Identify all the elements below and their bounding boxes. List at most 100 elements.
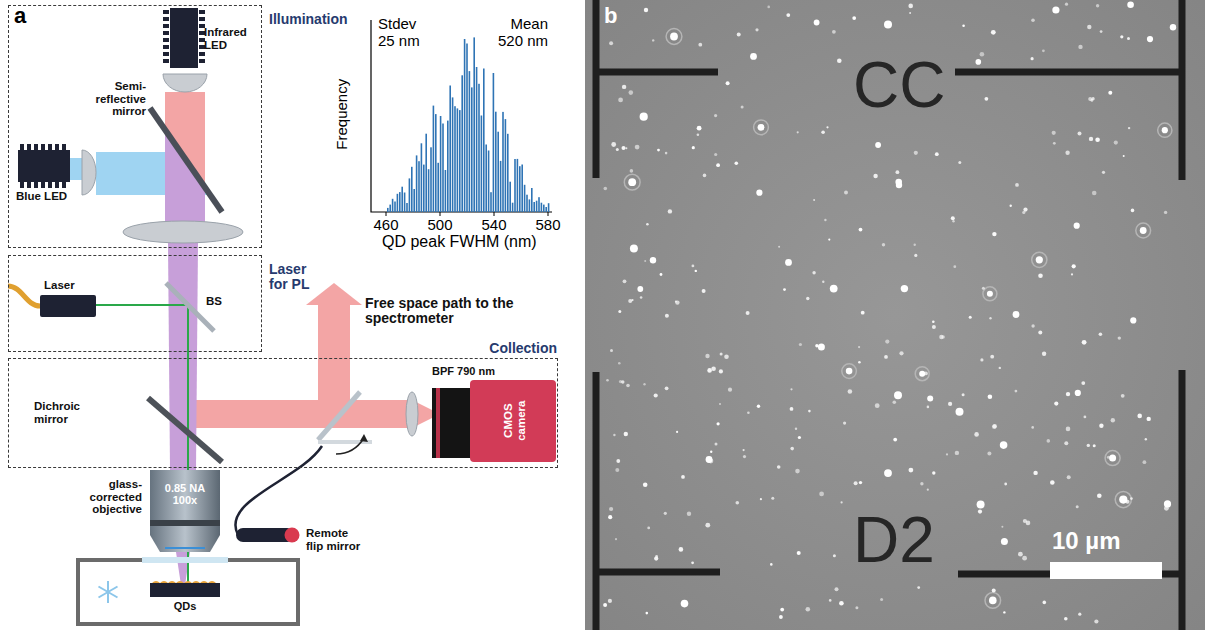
quantum-dot bbox=[992, 425, 997, 430]
quantum-dot bbox=[880, 598, 883, 601]
flip-mirror bbox=[336, 438, 364, 454]
quantum-dot bbox=[909, 468, 914, 473]
quantum-dot bbox=[859, 481, 862, 484]
quantum-dot bbox=[1130, 497, 1133, 500]
quantum-dot bbox=[875, 142, 881, 148]
part-label: Infrared LED bbox=[204, 26, 260, 51]
axis-title: QD peak FWHM (nm) bbox=[382, 233, 537, 251]
histogram-bar bbox=[457, 108, 459, 212]
quantum-dot bbox=[698, 43, 702, 47]
quantum-dot bbox=[760, 498, 762, 500]
infrared-led bbox=[163, 74, 207, 92]
quantum-dot bbox=[915, 367, 929, 381]
histogram-bar bbox=[473, 37, 475, 212]
quantum-dot bbox=[861, 311, 865, 315]
quantum-dot bbox=[758, 124, 765, 131]
cmos-camera bbox=[436, 388, 440, 458]
quantum-dot bbox=[616, 148, 619, 151]
quantum-dot bbox=[1078, 45, 1082, 49]
grid-line bbox=[596, 569, 720, 576]
scale-label: 10 µm bbox=[1052, 528, 1121, 554]
quantum-dot bbox=[1052, 131, 1056, 135]
quantum-dot bbox=[832, 30, 836, 34]
quantum-dot bbox=[1043, 601, 1047, 605]
quantum-dot bbox=[785, 259, 792, 266]
quantum-dot bbox=[783, 288, 786, 291]
quantum-dot bbox=[623, 279, 627, 283]
quantum-dot bbox=[989, 597, 997, 605]
quantum-dot bbox=[655, 555, 658, 558]
quantum-dot bbox=[1164, 211, 1167, 214]
quantum-dot bbox=[818, 344, 825, 351]
quantum-dot bbox=[1147, 36, 1153, 42]
cryostat bbox=[142, 557, 228, 563]
quantum-dot bbox=[908, 4, 913, 9]
quantum-dot bbox=[665, 152, 668, 155]
part-label: Remote flip mirror bbox=[306, 527, 366, 552]
quantum-dot bbox=[991, 30, 996, 35]
histogram-bar bbox=[521, 165, 523, 213]
histogram-bar bbox=[461, 75, 463, 212]
quantum-dot bbox=[618, 310, 621, 313]
quantum-dot bbox=[1038, 273, 1043, 278]
quantum-dot bbox=[1003, 611, 1005, 613]
quantum-dot bbox=[1066, 427, 1071, 432]
quantum-dot bbox=[692, 265, 695, 268]
quantum-dot bbox=[610, 349, 613, 352]
quantum-dot bbox=[746, 311, 750, 315]
quantum-dot bbox=[952, 220, 954, 222]
quantum-dot bbox=[1127, 37, 1130, 40]
objective bbox=[165, 547, 205, 549]
quantum-dot bbox=[705, 523, 710, 528]
quantum-dot bbox=[826, 126, 828, 128]
quantum-dot bbox=[1119, 496, 1127, 504]
quantum-dot bbox=[1031, 57, 1034, 60]
quantum-dot bbox=[608, 599, 612, 603]
histogram-bar bbox=[509, 182, 511, 212]
quantum-dot bbox=[629, 90, 634, 95]
quantum-dot bbox=[1108, 91, 1112, 95]
quantum-dot bbox=[1127, 2, 1134, 9]
quantum-dot bbox=[628, 178, 636, 186]
quantum-dot bbox=[976, 59, 982, 65]
quantum-dot bbox=[626, 384, 630, 388]
quantum-dot bbox=[927, 396, 933, 402]
quantum-dot bbox=[646, 612, 649, 615]
quantum-dot bbox=[1100, 30, 1103, 33]
quantum-dot bbox=[917, 586, 920, 589]
quantum-dot bbox=[647, 527, 650, 530]
quantum-dot bbox=[978, 510, 982, 514]
light-beam bbox=[306, 283, 362, 305]
quantum-dot bbox=[999, 367, 1001, 369]
quantum-dot bbox=[884, 20, 892, 28]
quantum-dot bbox=[1120, 35, 1123, 38]
quantum-dot bbox=[1123, 155, 1125, 157]
quantum-dot bbox=[1114, 141, 1118, 145]
quantum-dot bbox=[962, 25, 965, 28]
quantum-dot bbox=[1170, 24, 1176, 30]
quantum-dot bbox=[1118, 336, 1121, 339]
section-heading: Collection bbox=[489, 341, 557, 356]
histogram-bar bbox=[512, 203, 514, 212]
histogram-bar bbox=[459, 110, 461, 212]
quantum-dot bbox=[884, 469, 892, 477]
histogram-bar bbox=[524, 185, 526, 212]
quantum-dot bbox=[844, 191, 848, 195]
histogram-bar bbox=[447, 121, 449, 212]
quantum-dot bbox=[666, 29, 682, 45]
quantum-dot bbox=[797, 551, 801, 555]
quantum-dot bbox=[852, 16, 856, 20]
quantum-dot bbox=[1015, 183, 1019, 187]
histogram-bar bbox=[435, 114, 437, 212]
histogram-bar bbox=[409, 178, 411, 212]
quantum-dot bbox=[893, 400, 897, 404]
quantum-dot bbox=[1097, 494, 1102, 499]
quantum-dot bbox=[603, 603, 607, 607]
histogram-bar bbox=[545, 207, 547, 212]
quantum-dot bbox=[714, 153, 717, 156]
quantum-dot bbox=[644, 8, 648, 12]
quantum-dot bbox=[756, 190, 762, 196]
cryostat bbox=[99, 587, 118, 598]
histogram-bar bbox=[411, 167, 413, 212]
